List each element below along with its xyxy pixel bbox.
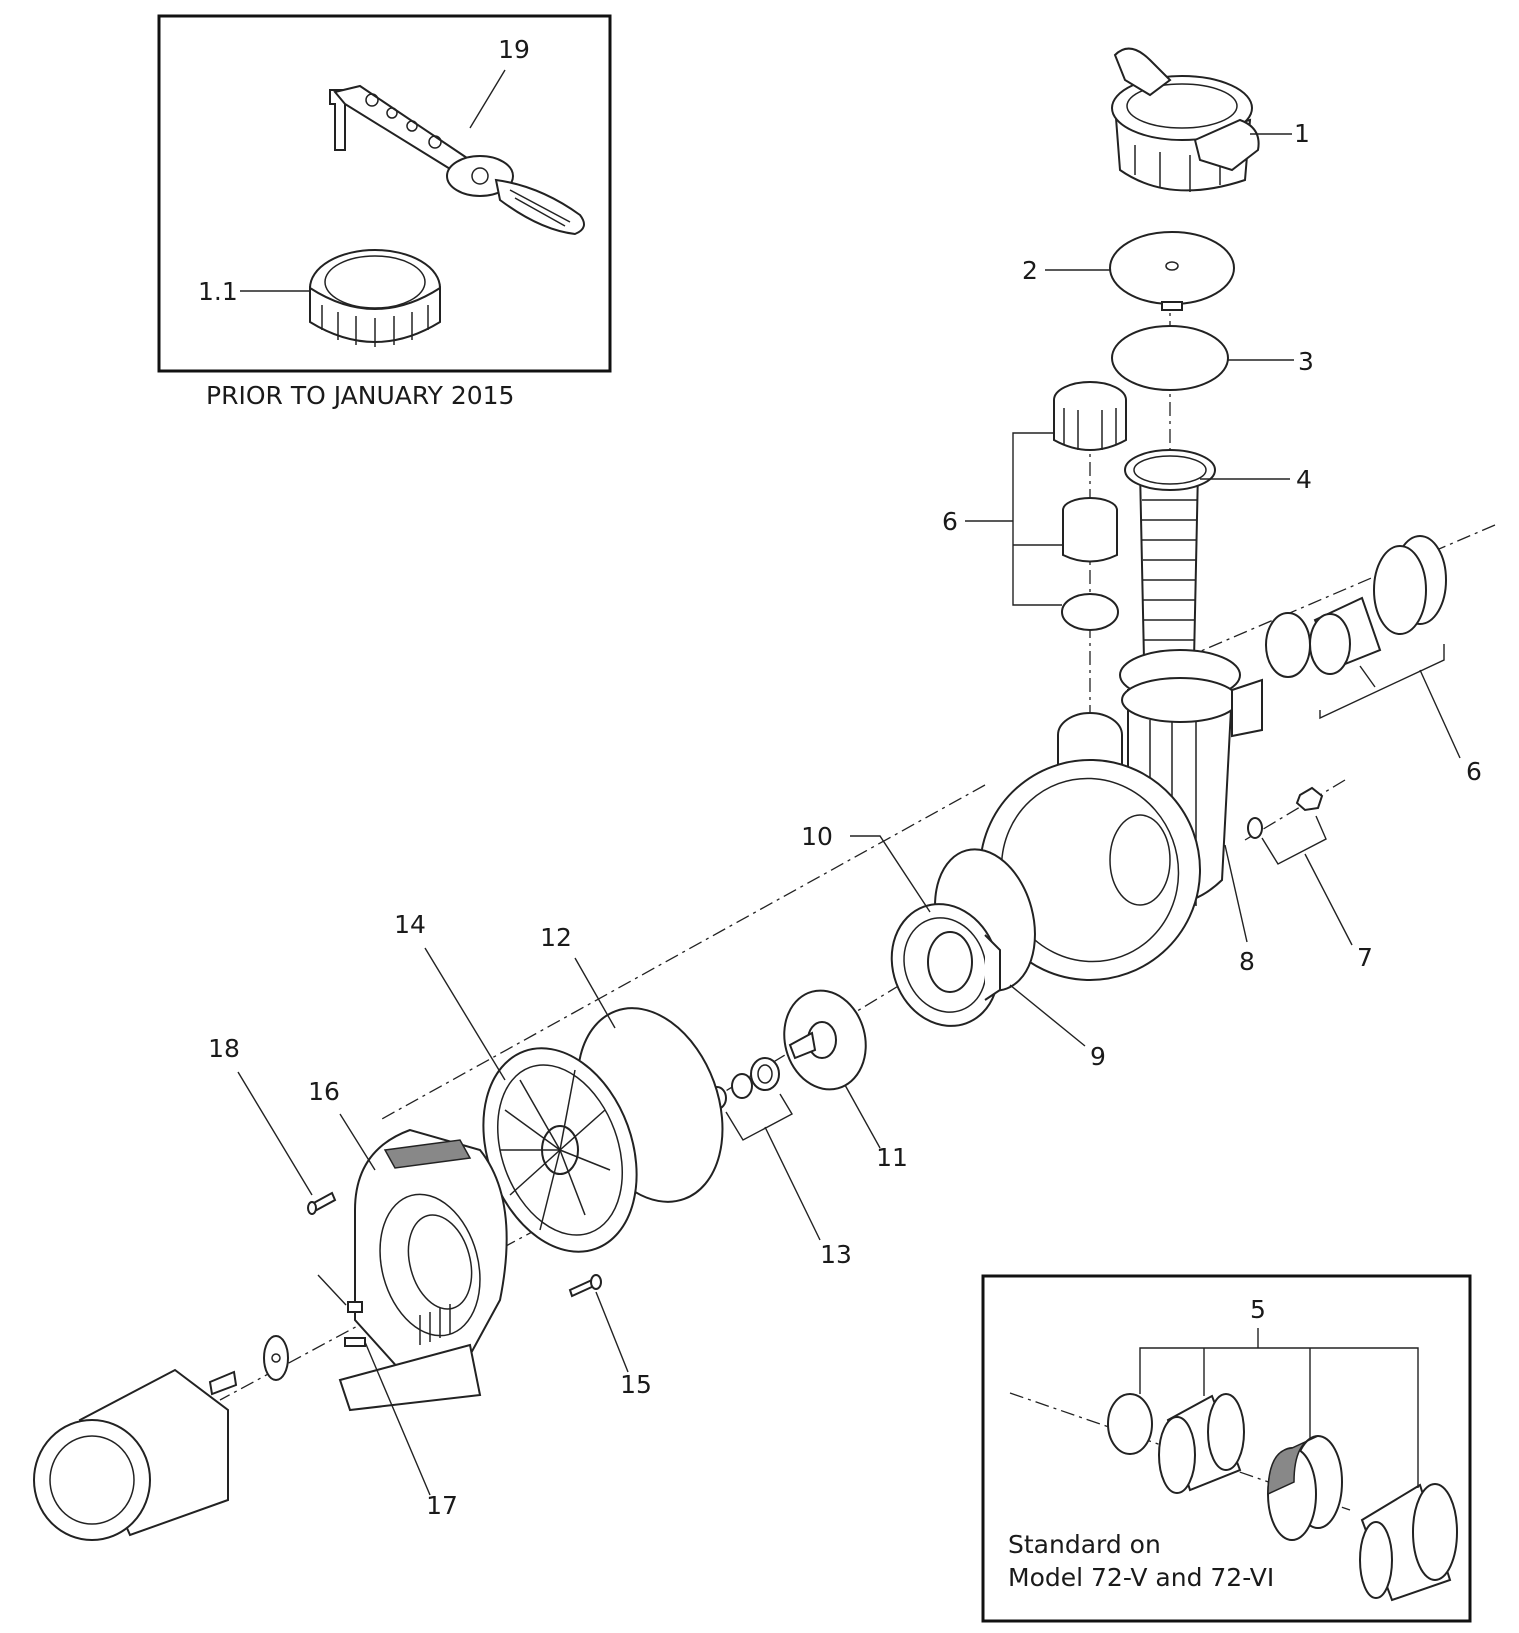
part-16-bracket — [338, 1128, 508, 1412]
callout-10: 10 — [801, 822, 833, 851]
part-6-union-upper — [1053, 381, 1127, 631]
part-19-handle — [329, 84, 585, 236]
part-1-lid — [1111, 47, 1260, 192]
callout-6-upper: 6 — [942, 507, 958, 536]
inset-prior-2015: 19 1.1 — [157, 14, 612, 373]
inset-prior-2015-frame — [157, 14, 612, 373]
union-adapter — [1359, 1483, 1458, 1602]
part-2-disk — [1109, 231, 1235, 311]
inset-standard-model: 5 — [981, 1274, 1472, 1623]
inset-standard-caption-line2: Model 72-V and 72-VI — [1008, 1563, 1274, 1592]
callout-7: 7 — [1357, 943, 1373, 972]
callout-19: 19 — [498, 35, 530, 64]
part-15-screw — [568, 1274, 602, 1298]
part-4-basket — [1124, 449, 1216, 661]
main-exploded-view: 1 2 3 — [33, 47, 1496, 1541]
callout-14: 14 — [394, 910, 426, 939]
part-7-drain-plug — [1247, 786, 1324, 839]
callout-11: 11 — [876, 1143, 908, 1172]
callout-5: 5 — [1250, 1295, 1266, 1324]
callout-1-1: 1.1 — [198, 277, 238, 306]
part-1-1-ring — [309, 249, 441, 347]
union-nut — [1267, 1435, 1343, 1541]
callout-13: 13 — [820, 1240, 852, 1269]
callout-4: 4 — [1296, 465, 1312, 494]
callout-17: 17 — [426, 1491, 458, 1520]
callout-8: 8 — [1239, 947, 1255, 976]
part-10-diffuser — [890, 903, 1001, 1027]
callout-16: 16 — [308, 1077, 340, 1106]
part-14-seal-plate — [482, 1047, 638, 1253]
union-tail — [1158, 1393, 1245, 1494]
callout-1: 1 — [1294, 119, 1310, 148]
part-18-bolt — [307, 1191, 337, 1215]
callout-6-right: 6 — [1466, 757, 1482, 786]
part-6-union-right — [1265, 535, 1447, 678]
callout-15: 15 — [620, 1370, 652, 1399]
inset-standard-frame — [981, 1274, 1472, 1623]
callout-3: 3 — [1298, 347, 1314, 376]
inset-prior-2015-caption: PRIOR TO JANUARY 2015 — [206, 381, 514, 410]
part-11-impeller — [783, 989, 867, 1091]
callout-2: 2 — [1022, 256, 1038, 285]
inset-standard-caption-line1: Standard on — [1008, 1530, 1161, 1559]
callout-12: 12 — [540, 923, 572, 952]
part-3-oring — [1111, 325, 1229, 391]
motor — [33, 1335, 289, 1541]
callout-18: 18 — [208, 1034, 240, 1063]
callout-9: 9 — [1090, 1042, 1106, 1071]
